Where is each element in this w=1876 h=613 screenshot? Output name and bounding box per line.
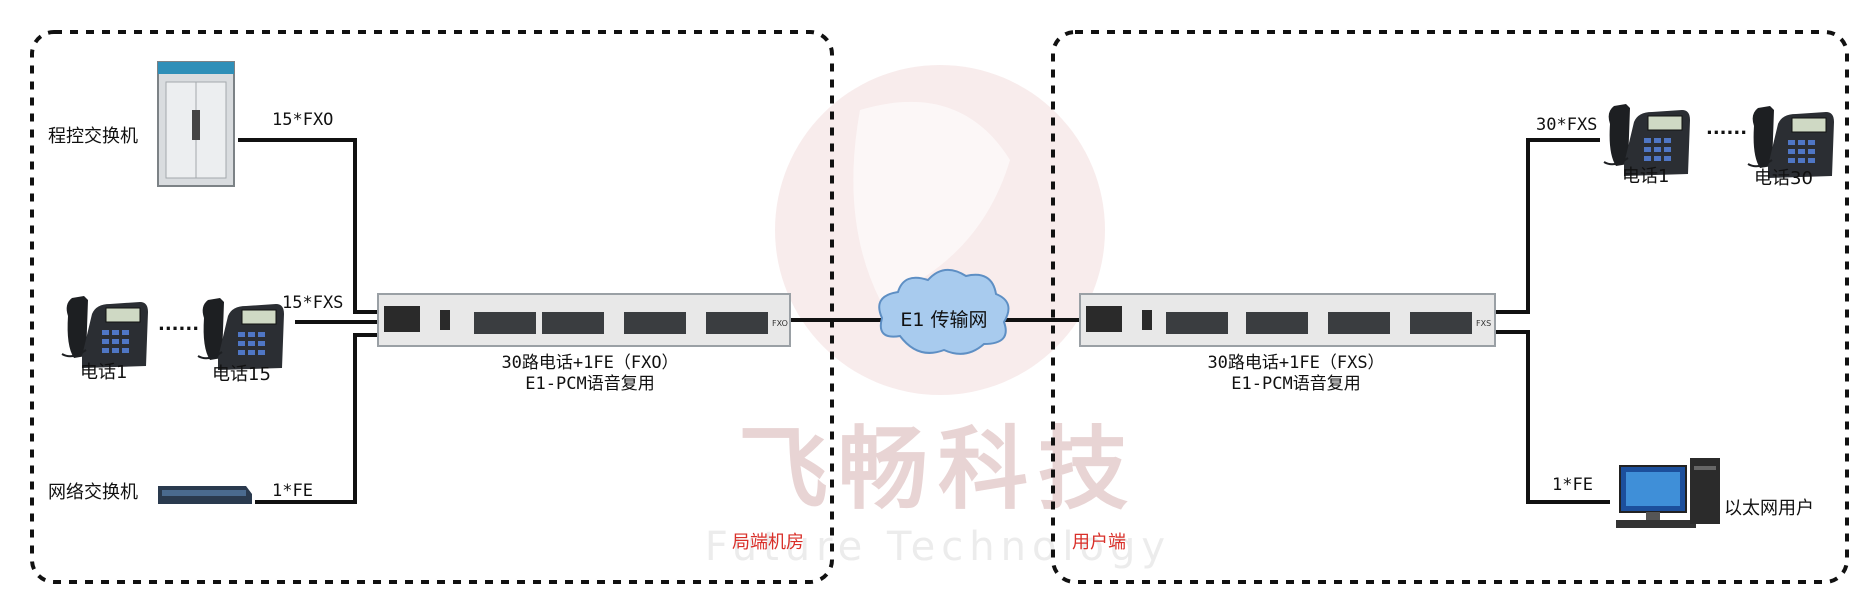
- right-phone-first-label: 电话1: [1622, 166, 1669, 187]
- right-connections: [1495, 138, 1610, 504]
- ethernet-switch-icon: [158, 486, 252, 504]
- watermark-en: Future Technology: [705, 524, 1171, 570]
- left-phone-last-label: 电话15: [212, 364, 271, 385]
- switchboard-label: 程控交换机: [48, 126, 138, 147]
- pc-label: 以太网用户: [1724, 498, 1814, 519]
- fxo-link-label: 15*FXO: [272, 110, 333, 130]
- fxs-link-label: 15*FXS: [282, 293, 343, 313]
- left-zone-label: 局端机房: [732, 532, 804, 553]
- left-phone-dots: ......: [158, 314, 199, 335]
- right-zone-label: 用户端: [1072, 532, 1126, 553]
- computer-icon: [1616, 458, 1720, 528]
- right-fe-link-label: 1*FE: [1552, 475, 1593, 495]
- cloud-icon: [878, 269, 1010, 355]
- right-device-panel-label: FXS: [1476, 319, 1491, 328]
- left-device-line2: E1-PCM语音复用: [525, 374, 654, 394]
- ethernet-switch-label: 网络交换机: [48, 482, 138, 503]
- left-phone-first-label: 电话1: [80, 362, 127, 383]
- watermark: 飞畅科技 Future Technology: [705, 65, 1171, 570]
- left-zone-border: [30, 30, 834, 584]
- pcm-device-left: FXO: [377, 293, 791, 347]
- right-fxs-link-label: 30*FXS: [1536, 115, 1597, 135]
- left-device-panel-label: FXO: [772, 319, 788, 328]
- right-phone-last-label: 电话30: [1754, 168, 1813, 189]
- right-device-line2: E1-PCM语音复用: [1231, 374, 1360, 394]
- pcm-device-right: FXS: [1079, 293, 1496, 347]
- left-connections: [238, 138, 378, 504]
- switchboard-icon: [157, 61, 235, 187]
- left-device-line1: 30路电话+1FE（FXO）: [501, 353, 678, 373]
- phone-icon: [61, 295, 149, 369]
- right-zone-border: [1051, 30, 1849, 584]
- network-label: E1 传输网: [900, 309, 987, 331]
- right-phone-dots: ......: [1706, 118, 1747, 139]
- watermark-cn: 飞畅科技: [738, 417, 1138, 522]
- fe-link-label: 1*FE: [272, 481, 313, 501]
- right-device-line1: 30路电话+1FE（FXS）: [1207, 353, 1384, 373]
- phone-icon: [197, 297, 285, 371]
